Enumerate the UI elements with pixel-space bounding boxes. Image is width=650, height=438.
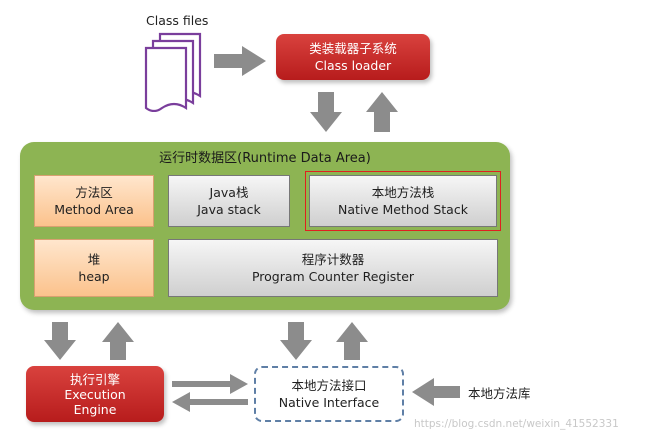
bidirectional-arrow-icon — [172, 374, 248, 412]
native-interface-en: Native Interface — [278, 395, 380, 410]
runtime-data-area-title: 运行时数据区(Runtime Data Area) — [159, 151, 371, 166]
heap-en: heap — [78, 269, 110, 284]
class-loader-box: 类装载器子系统 Class loader — [276, 34, 430, 80]
execution-engine-box: 执行引擎 Execution Engine — [26, 366, 164, 422]
program-counter-box: 程序计数器 Program Counter Register — [168, 239, 498, 297]
execution-engine-en-2: Engine — [73, 401, 117, 417]
class-files-icon — [144, 32, 202, 112]
arrow-up-icon — [102, 322, 134, 360]
native-method-stack-box: 本地方法栈 Native Method Stack — [305, 171, 501, 231]
program-counter-cn: 程序计数器 — [301, 252, 365, 267]
java-stack-en: Java stack — [197, 202, 261, 217]
class-files-label: Class files — [146, 13, 209, 28]
method-area-cn: 方法区 — [75, 185, 113, 200]
arrow-left-icon — [412, 378, 460, 406]
runtime-data-area: 运行时数据区(Runtime Data Area) 方法区 Method Are… — [20, 142, 510, 310]
arrow-right-icon — [214, 46, 266, 76]
java-stack-cn: Java栈 — [209, 185, 249, 200]
execution-engine-cn: 执行引擎 — [69, 371, 120, 387]
arrow-up-icon — [366, 92, 398, 132]
arrow-down-icon — [44, 322, 76, 360]
native-method-stack-en: Native Method Stack — [338, 202, 468, 217]
java-stack-box: Java栈 Java stack — [168, 175, 290, 227]
class-loader-en: Class loader — [314, 58, 392, 73]
arrow-down-icon — [280, 322, 312, 360]
program-counter-en: Program Counter Register — [251, 269, 415, 284]
native-library-label: 本地方法库 — [468, 386, 531, 401]
method-area-en: Method Area — [54, 202, 134, 217]
arrow-down-icon — [310, 92, 342, 132]
native-interface-box: 本地方法接口 Native Interface — [254, 366, 404, 422]
method-area-box: 方法区 Method Area — [34, 175, 154, 227]
watermark: https://blog.csdn.net/weixin_41552331 — [414, 418, 619, 430]
class-loader-cn: 类装载器子系统 — [309, 41, 397, 56]
arrow-up-icon — [336, 322, 368, 360]
native-interface-cn: 本地方法接口 — [291, 378, 367, 393]
heap-box: 堆 heap — [34, 239, 154, 297]
execution-engine-en-1: Execution — [64, 386, 126, 402]
heap-cn: 堆 — [87, 252, 101, 267]
native-method-stack-cn: 本地方法栈 — [371, 185, 435, 200]
